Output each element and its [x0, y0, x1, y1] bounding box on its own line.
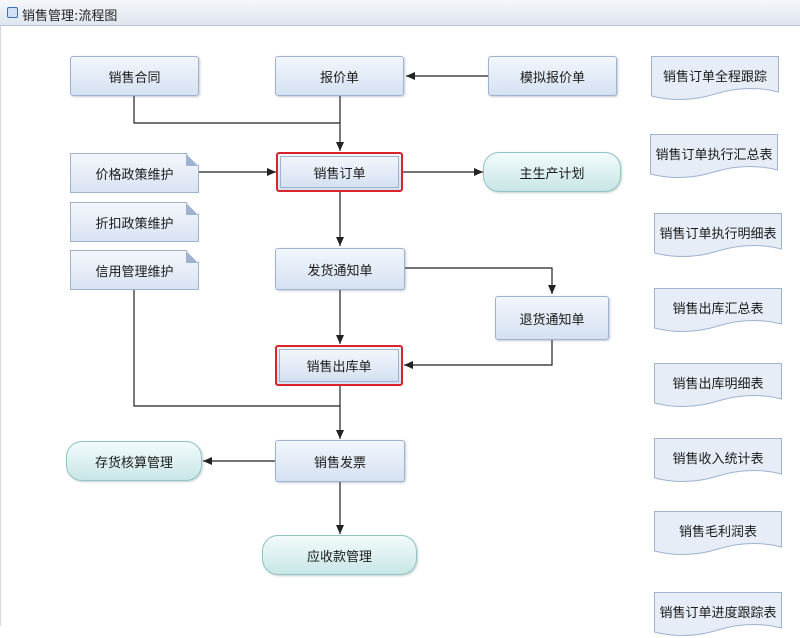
- report-order-exec-summary[interactable]: 销售订单执行汇总表: [650, 134, 778, 180]
- node-sales-order[interactable]: 销售订单: [276, 152, 403, 192]
- node-return-notice[interactable]: 退货通知单: [495, 296, 609, 340]
- node-sales-outbound[interactable]: 销售出库单: [275, 345, 403, 386]
- report-outbound-detail[interactable]: 销售出库明细表: [654, 363, 782, 409]
- window-icon: [7, 7, 18, 18]
- line-contract-merge: [133, 96, 340, 124]
- node-price-policy[interactable]: 价格政策维护: [70, 153, 199, 193]
- report-order-progress[interactable]: 销售订单进度跟踪表: [654, 592, 782, 638]
- report-order-exec-detail[interactable]: 销售订单执行明细表: [654, 213, 782, 259]
- node-sales-contract[interactable]: 销售合同: [70, 56, 199, 96]
- node-mock-quote[interactable]: 模拟报价单: [488, 56, 617, 96]
- node-inventory-costing[interactable]: 存货核算管理: [66, 441, 202, 481]
- node-delivery-notice[interactable]: 发货通知单: [275, 248, 405, 290]
- arrow-return-to-outbound: [404, 340, 553, 369]
- node-quote[interactable]: 报价单: [275, 56, 404, 96]
- flowchart-canvas: 销售合同 报价单 模拟报价单 价格政策维护 销售订单 主生产计划 折扣政策维护 …: [0, 26, 800, 637]
- line-credit-merge: [133, 290, 340, 407]
- window-title: 销售管理:流程图: [22, 9, 118, 24]
- report-order-full-tracking[interactable]: 销售订单全程跟踪: [651, 56, 779, 102]
- node-credit-mgmt[interactable]: 信用管理维护: [70, 250, 199, 290]
- report-gross-profit[interactable]: 销售毛利润表: [654, 511, 782, 557]
- report-revenue-stats[interactable]: 销售收入统计表: [654, 438, 782, 484]
- window-titlebar: 销售管理:流程图: [0, 0, 800, 26]
- report-outbound-summary[interactable]: 销售出库汇总表: [654, 288, 782, 334]
- node-receivables[interactable]: 应收款管理: [262, 535, 417, 575]
- arrow-delivery-to-return: [405, 267, 556, 294]
- node-discount-policy[interactable]: 折扣政策维护: [70, 202, 199, 242]
- node-mps[interactable]: 主生产计划: [483, 152, 621, 192]
- node-sales-invoice[interactable]: 销售发票: [275, 440, 405, 482]
- connector-lines: [133, 72, 556, 534]
